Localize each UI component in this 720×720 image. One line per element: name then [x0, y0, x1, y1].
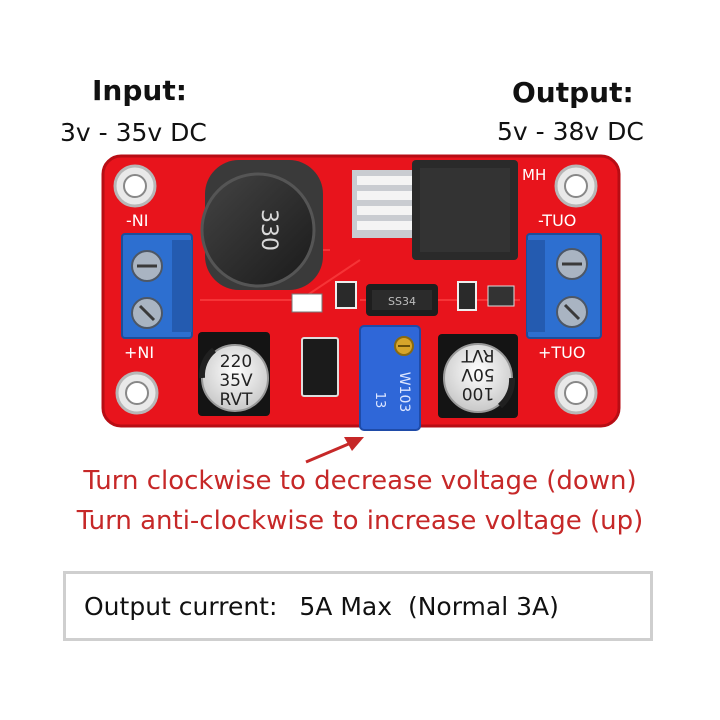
trimmer-potentiometer[interactable]: W103 13 — [359, 325, 421, 431]
output-current-label: Output current: — [84, 591, 278, 621]
inductor: 330 — [200, 160, 323, 290]
input-range: 3v - 35v DC — [60, 118, 207, 147]
cap-out-line-1: 100 — [462, 383, 494, 403]
smd-resistor — [291, 293, 323, 313]
cap-in-line-2: 35V — [219, 371, 253, 391]
pot-label: 13 — [372, 392, 387, 409]
boost-ic — [352, 160, 518, 260]
inductor-marking: 330 — [256, 209, 281, 251]
pot-marking: W103 — [396, 372, 412, 413]
mounting-hole — [113, 164, 157, 208]
silk-mh: MH — [522, 166, 546, 184]
cap-out-line-3: RVT — [461, 345, 495, 365]
input-title: Input: — [92, 74, 187, 107]
silk-in-pos: +NI — [124, 343, 154, 362]
schottky-diode: SS34 — [366, 284, 438, 316]
silk-out-pos: +TUO — [538, 343, 585, 362]
smd-mosfet — [301, 337, 339, 397]
silk-in-neg: -NI — [126, 211, 148, 230]
smd-resistor — [487, 285, 515, 307]
cap-in-line-3: RVT — [220, 390, 254, 410]
output-capacitor: 100 50V RVT — [438, 334, 518, 418]
output-current-value: 5A Max (Normal 3A) — [299, 591, 559, 621]
arrow-icon — [305, 437, 364, 464]
mounting-hole — [554, 371, 598, 415]
output-title: Output: — [512, 76, 634, 109]
output-range: 5v - 38v DC — [497, 117, 644, 146]
silk-out-neg: -TUO — [538, 211, 576, 230]
instruction-line-1: Turn clockwise to decrease voltage (down… — [83, 466, 637, 496]
mounting-hole — [554, 164, 598, 208]
diode-marking: SS34 — [388, 295, 416, 308]
input-terminal-block — [121, 233, 193, 339]
output-current-box: Output current: 5A Max (Normal 3A) — [63, 571, 653, 641]
mounting-hole — [115, 371, 159, 415]
output-terminal-block — [526, 233, 602, 339]
smd-resistor — [335, 281, 357, 309]
cap-out-line-2: 50V — [461, 364, 495, 384]
input-capacitor: 220 35V RVT — [198, 332, 270, 416]
instruction-line-2: Turn anti-clockwise to increase voltage … — [76, 506, 644, 536]
cap-in-line-1: 220 — [220, 352, 252, 372]
smd-resistor — [457, 281, 477, 311]
